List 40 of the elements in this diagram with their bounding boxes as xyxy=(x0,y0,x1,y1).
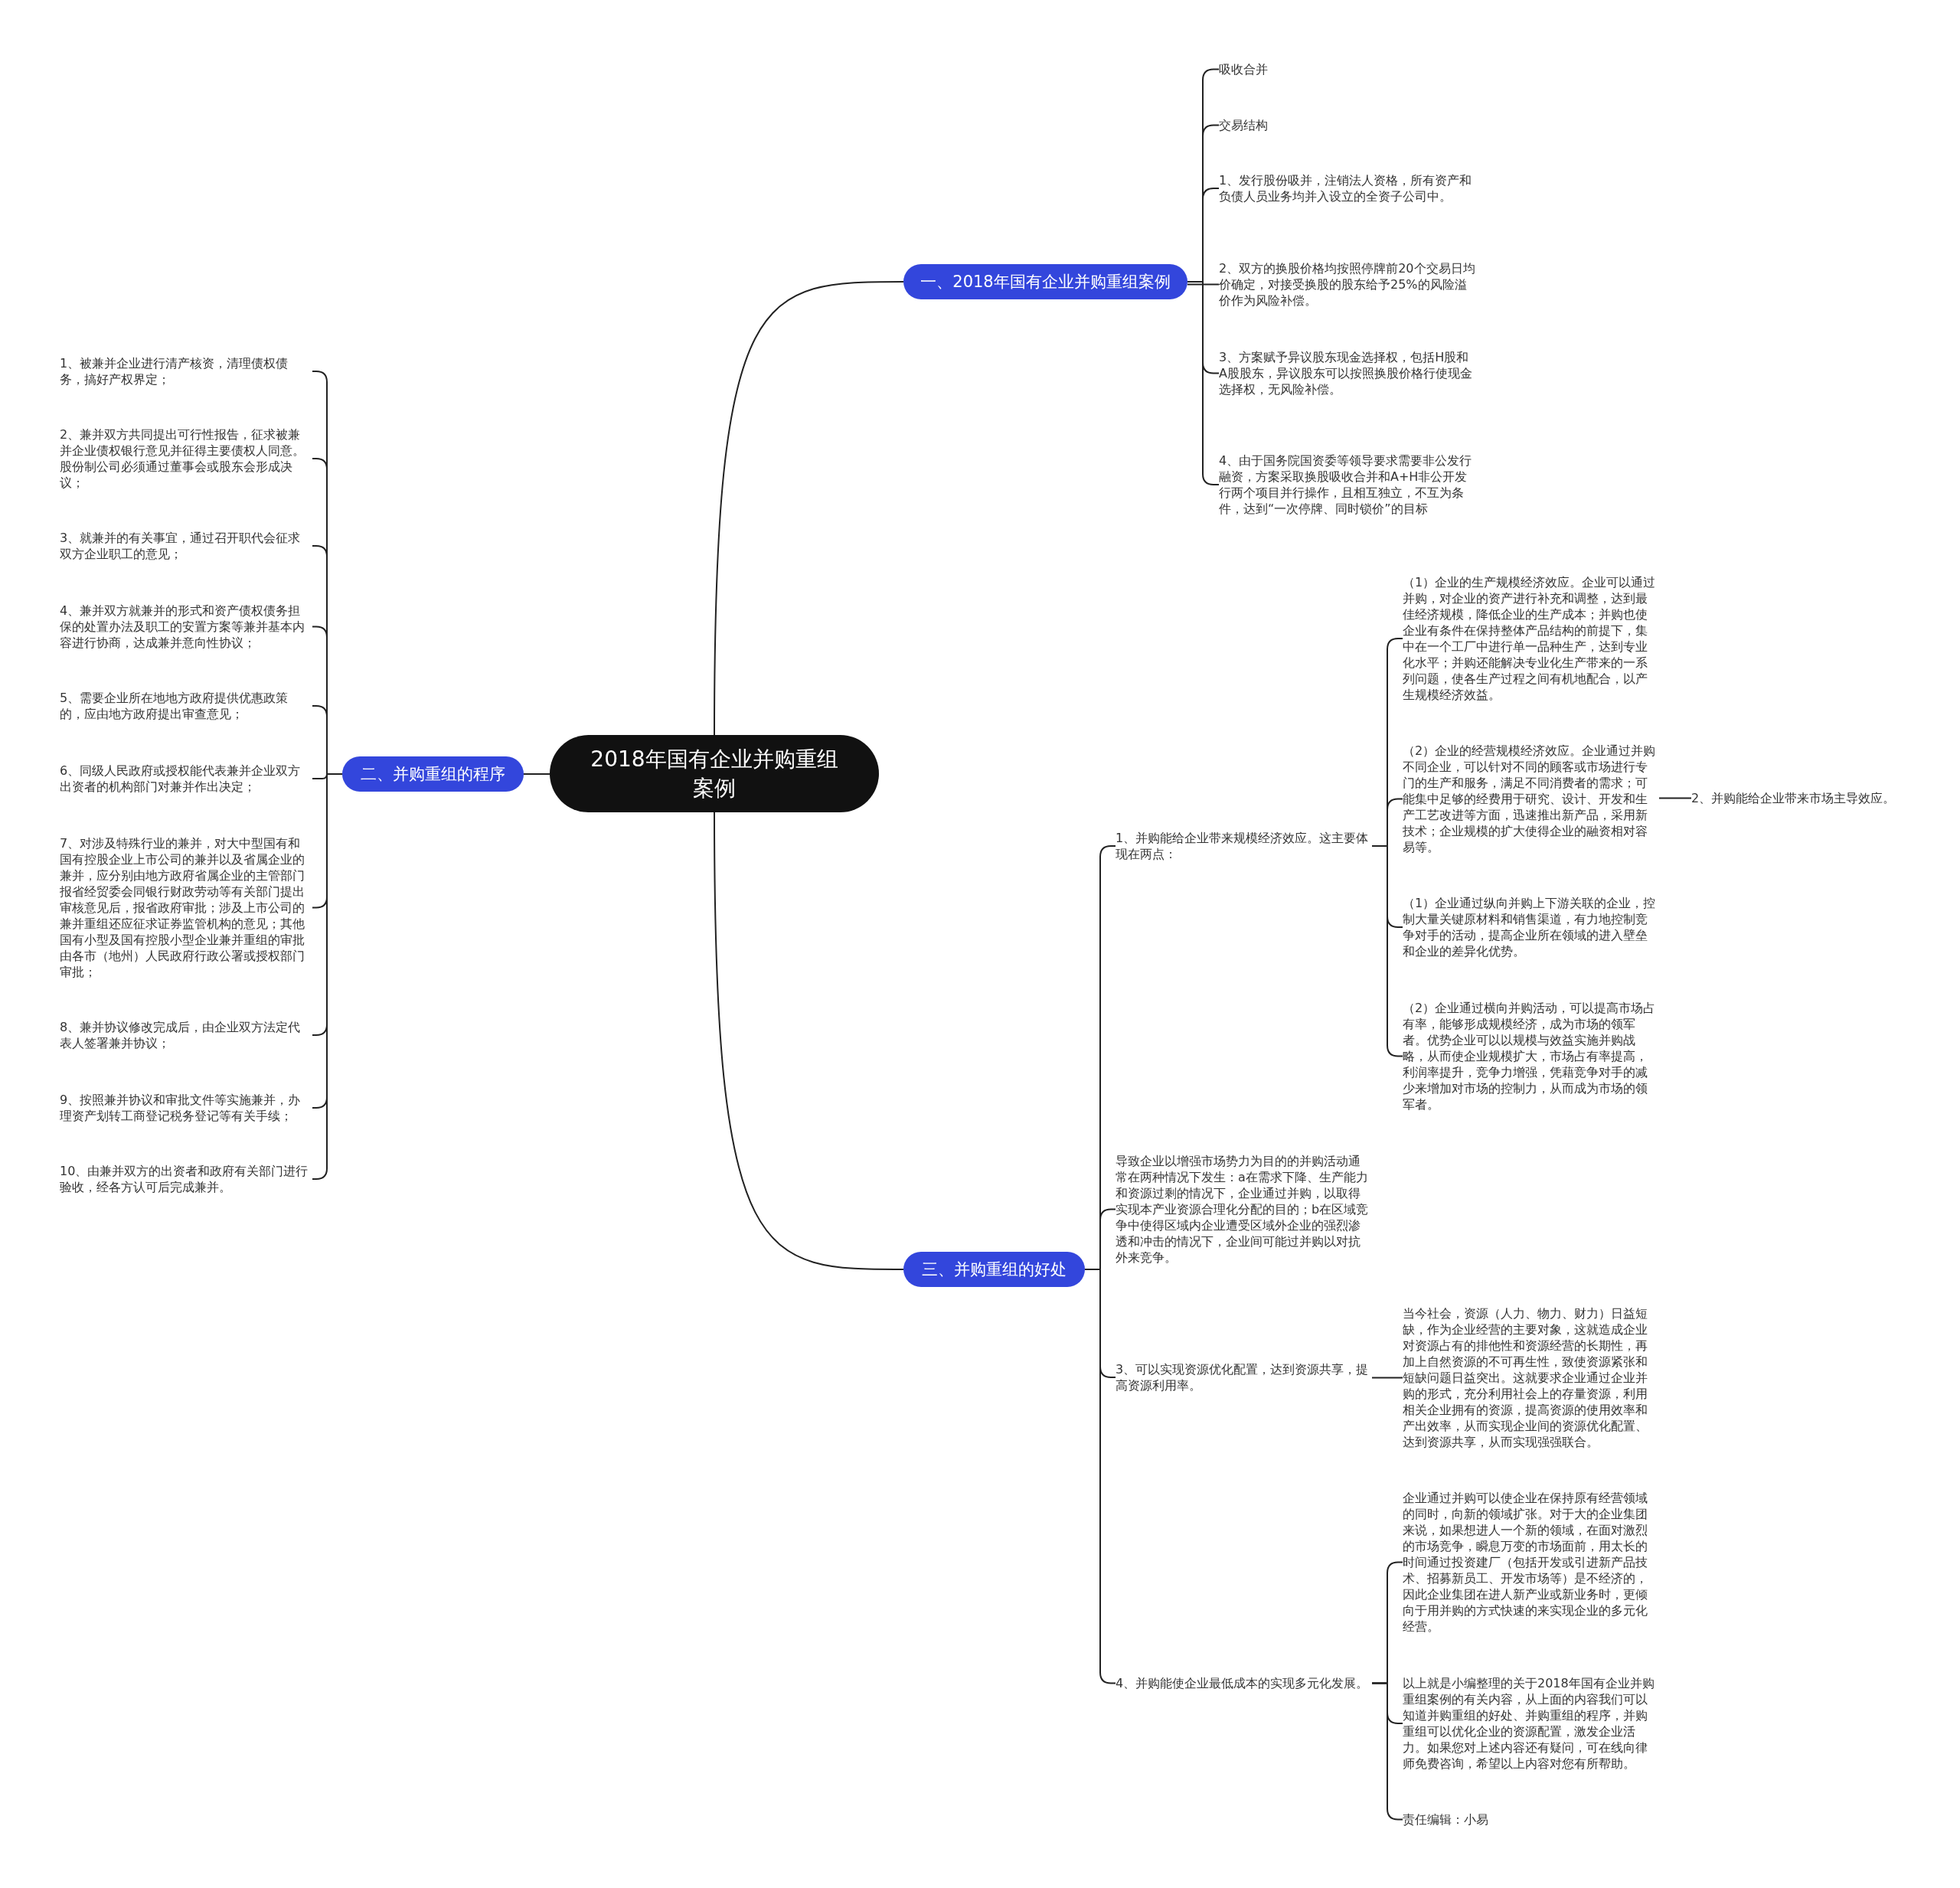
topic-pill: 三、并购重组的好处 xyxy=(903,1252,1085,1287)
subtopic-text: 1、被兼并企业进行清产核资，清理债权债务，搞好产权界定； xyxy=(60,355,312,387)
subtopic-text: 2、并购能给企业带来市场主导效应。 xyxy=(1691,790,1936,806)
subtopic-text: 2、兼并双方共同提出可行性报告，征求被兼并企业债权银行意见并征得主要债权人同意。股份制公司必须通过董事会或股东会形成决议； xyxy=(60,426,312,491)
subtopic-text: 交易结构 xyxy=(1219,117,1475,133)
subtopic-text: （1）企业的生产规模经济效应。企业可以通过并购，对企业的资产进行补充和调整，达到最佳经济规模，降低企业的生产成本；并购也使企业有条件在保持整体产品结构的前提下，集中在一个工厂中进行单一品种生产，达到专业化水平；并购还能解决专业化生产带来的一系列问题，使各生产过程之间有机地配合，以产生规模经济效益。 xyxy=(1403,574,1659,703)
subtopic-text: 6、同级人民政府或授权能代表兼并企业双方出资者的机构部门对兼并作出决定； xyxy=(60,763,312,795)
connector-line xyxy=(1371,1377,1403,1379)
subtopic-text: （1）企业通过纵向并购上下游关联的企业，控制大量关键原材料和销售渠道，有力地控制竞争对手的活动，提高企业所在领域的进入壁垒和企业的差异化优势。 xyxy=(1403,895,1659,959)
subtopic-text: 企业通过并购可以使企业在保持原有经营领域的同时，向新的领域扩张。对于大的企业集团来说，如果想进人一个新的领域，在面对激烈的市场竞争，瞬息万变的市场面前，用太长的时间通过投资建厂（包括开发或引进新产品技术、招募新员工、开发市场等）是不经济的，因此企业集团在进人新产业或新业务时，更倾向于用并购的方式快速的来实现企业的多元化经营。 xyxy=(1403,1490,1659,1635)
topic-pill: 二、并购重组的程序 xyxy=(342,756,524,792)
connector-line xyxy=(1187,283,1220,286)
subtopic-text: 4、并购能使企业最低成本的实现多元化发展。 xyxy=(1116,1675,1372,1691)
subtopic-text: （2）企业的经营规模经济效应。企业通过并购不同企业，可以针对不同的顾客或市场进行专门的生产和服务，满足不同消费者的需求；可能集中足够的经费用于研究、设计、开发和生产工艺改进等方面，迅速推出新产品，采用新技术；企业规模的扩大使得企业的融资相对容易等。 xyxy=(1403,743,1659,855)
subtopic-text: 2、双方的换股价格均按照停牌前20个交易日均价确定，对接受换股的股东给予25%的风险溢价作为风险补偿。 xyxy=(1219,260,1475,309)
subtopic-text: 4、兼并双方就兼并的形式和资产债权债务担保的处置办法及职工的安置方案等兼并基本内容进行协商，达成兼并意向性协议； xyxy=(60,603,312,651)
subtopic-text: 5、需要企业所在地地方政府提供优惠政策的，应由地方政府提出审查意见； xyxy=(60,690,312,722)
subtopic-text: 3、方案赋予异议股东现金选择权，包括H股和A股股东，异议股东可以按照换股价格行使现金选择权，无风险补偿。 xyxy=(1219,349,1475,397)
subtopic-text: （2）企业通过横向并购活动，可以提高市场占有率，能够形成规模经济，成为市场的领军者。优势企业可以以规模与效益实施并购战略，从而使企业规模扩大，市场占有率提高，利润率提升，竞争力增强，凭藉竞争对手的减少来增加对市场的控制力，从而成为市场的领军者。 xyxy=(1403,1000,1659,1112)
connector-line xyxy=(1187,281,1220,485)
subtopic-text: 吸收合并 xyxy=(1219,61,1475,77)
connector-line xyxy=(1658,797,1692,799)
connector-line xyxy=(523,773,550,775)
subtopic-text: 9、按照兼并协议和审批文件等实施兼并，办理资产划转工商登记税务登记等有关手续； xyxy=(60,1092,312,1124)
connector-line xyxy=(714,281,904,736)
subtopic-text: 3、可以实现资源优化配置，达到资源共享，提高资源利用率。 xyxy=(1116,1361,1372,1393)
subtopic-text: 7、对涉及特殊行业的兼并，对大中型国有和国有控股企业上市公司的兼并以及省属企业的兼并，应分别由地方政府省属企业的主管部门报省经贸委会同银行财政劳动等有关部门提出审核意见后，报省政府审批；涉及上市公司的兼并重组还应征求证券监管机构的意见；其他国有小型及国有控股小型企业兼并重组的审批由各市（地州）人民政府行政公署或授权部门审批； xyxy=(60,835,312,980)
subtopic-text: 10、由兼并双方的出资者和政府有关部门进行验收，经各方认可后完成兼并。 xyxy=(60,1163,312,1195)
subtopic-text: 以上就是小编整理的关于2018年国有企业并购重组案例的有关内容，从上面的内容我们可以知道并购重组的好处、并购重组的程序，并购重组可以优化企业的资源配置，激发企业活力。如果您对上述内容还有疑问，可在线向律师免费咨询，希望以上内容对您有所帮助。 xyxy=(1403,1675,1659,1772)
subtopic-text: 导致企业以增强市场势力为目的的并购活动通常在两种情况下发生：a在需求下降、生产能力和资源过剩的情况下，企业通过并购，以取得实现本产业资源合理化分配的目的；b在区域竞争中使得区域内企业遭受区域外企业的强烈渗透和冲击的情况下，企业间可能过并购以对抗外来竞争。 xyxy=(1116,1153,1372,1266)
subtopic-text: 4、由于国务院国资委等领导要求需要非公发行融资，方案采取换股吸收合并和A+H非公开发行两个项目并行操作，且相互独立，不互为条件，达到“一次停牌、同时锁价”的目标 xyxy=(1219,452,1475,517)
subtopic-text: 责任编辑：小易 xyxy=(1403,1811,1659,1828)
subtopic-text: 1、并购能给企业带来规模经济效应。这主要体现在两点： xyxy=(1116,830,1372,862)
subtopic-text: 1、发行股份吸并，注销法人资格，所有资产和负债人员业务均并入设立的全资子公司中。 xyxy=(1219,172,1475,204)
subtopic-text: 3、就兼并的有关事宜，通过召开职代会征求双方企业职工的意见； xyxy=(60,530,312,562)
subtopic-text: 当今社会，资源（人力、物力、财力）日益短缺，作为企业经营的主要对象，这就造成企业对资源占有的排他性和资源经营的长期性，再加上自然资源的不可再生性，致使资源紧张和短缺问题日益突出。这就要求企业通过企业并购的形式，充分利用社会上的存量资源，利用相关企业拥有的资源，提高资源的使用效率和产出效率，从而实现企业间的资源优化配置、达到资源共享，从而实现强强联合。 xyxy=(1403,1305,1659,1450)
connector-line xyxy=(714,812,904,1270)
topic-pill: 一、2018年国有企业并购重组案例 xyxy=(903,264,1187,299)
central-topic: 2018年国有企业并购重组案例 xyxy=(550,735,879,812)
subtopic-text: 8、兼并协议修改完成后，由企业双方法定代表人签署兼并协议； xyxy=(60,1019,312,1051)
